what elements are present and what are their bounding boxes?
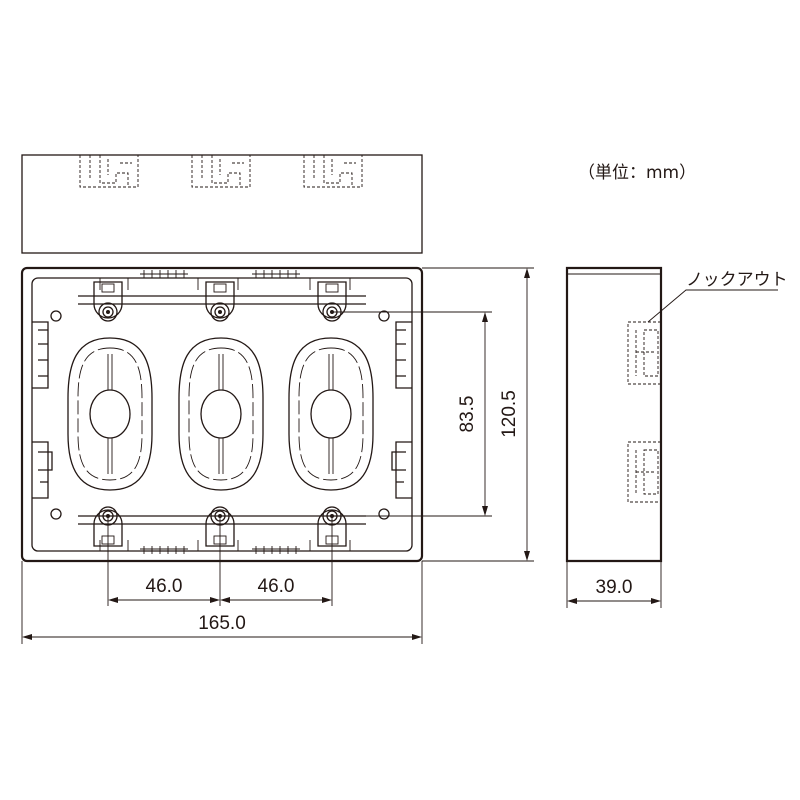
dim-pitch-right: 46.0: [258, 576, 295, 597]
front-view: [20, 266, 424, 563]
box-outer-outline: [20, 266, 424, 563]
oval-opening-center: [178, 337, 264, 491]
oval-opening-left: [67, 337, 153, 491]
dim-mount-pitch: 83.5: [457, 396, 478, 433]
knockout-leader: [647, 289, 778, 323]
top-view: [21, 154, 423, 254]
dim-overall-width: 165.0: [198, 613, 246, 634]
side-tabs: [32, 321, 412, 499]
box-inner-outline: [31, 277, 413, 552]
side-view-outline: [565, 266, 663, 563]
side-view-knockouts: [627, 321, 661, 503]
unit-label: （単位：mm）: [578, 163, 696, 183]
dim-pitch-left: 46.0: [146, 576, 183, 597]
dim-depth: 39.0: [596, 577, 633, 598]
top-view-knockouts: [79, 155, 363, 188]
oval-opening-right: [288, 337, 374, 491]
top-view-outline: [21, 154, 423, 254]
depth-dimension: [566, 561, 662, 608]
dimension-lines: [21, 267, 534, 644]
knockout-label: ノックアウト: [686, 270, 788, 290]
rails: [78, 270, 366, 554]
oval-openings: [67, 337, 374, 491]
dim-overall-height: 120.5: [499, 390, 520, 438]
side-view: [565, 266, 778, 563]
corner-holes: [50, 310, 390, 520]
mounting-bosses-top: [93, 281, 347, 322]
